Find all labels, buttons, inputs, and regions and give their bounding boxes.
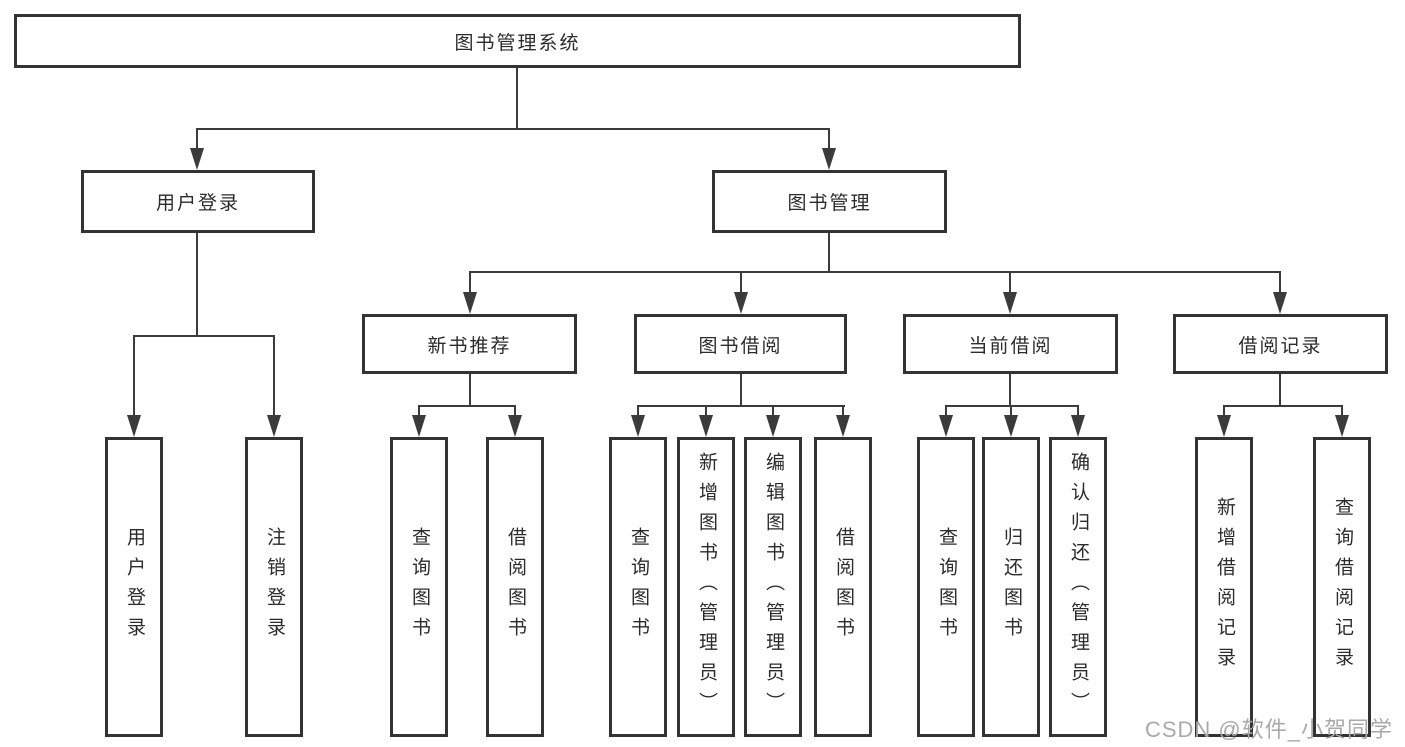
leaf-add-book-admin: 新增图书（管理员） [677,437,735,737]
leaf-query-books-recommend: 查询图书 [390,437,448,737]
arrow-down-icon [766,415,780,437]
connector-line [1341,405,1343,419]
leaf-return-book: 归还图书 [982,437,1040,737]
connector-line [133,335,135,419]
arrow-down-icon [267,415,281,437]
connector-line [1010,405,1012,419]
node-borrow-records: 借阅记录 [1173,314,1388,374]
connector-line [1009,374,1011,407]
leaf-confirm-return-admin: 确认归还（管理员） [1049,437,1107,737]
arrow-down-icon [1003,292,1017,314]
connector-line [1279,271,1281,294]
connector-line [418,405,420,419]
connector-line [196,128,198,153]
arrow-down-icon [734,292,748,314]
arrow-down-icon [836,415,850,437]
connector-line [133,335,275,337]
connector-line [196,128,830,130]
connector-line [1223,405,1225,419]
connector-line [516,68,518,130]
connector-line [828,128,830,153]
connector-line [273,335,275,419]
connector-line [945,405,1079,407]
node-user-login: 用户登录 [81,170,315,233]
arrow-down-icon [1217,415,1231,437]
arrow-down-icon [699,415,713,437]
connector-line [828,233,830,273]
connector-line [772,405,774,419]
arrow-down-icon [939,415,953,437]
arrow-down-icon [1004,415,1018,437]
node-new-book-recommend: 新书推荐 [362,314,577,374]
connector-line [842,405,844,419]
leaf-user-login: 用户登录 [105,437,163,737]
leaf-logout: 注销登录 [245,437,303,737]
arrow-down-icon [1273,292,1287,314]
connector-line [637,405,639,419]
connector-line [196,233,198,337]
connector-line [637,405,845,407]
connector-line [1009,271,1011,294]
leaf-borrow-books: 借阅图书 [814,437,872,737]
connector-line [945,405,947,419]
leaf-edit-book-admin: 编辑图书（管理员） [744,437,802,737]
arrow-down-icon [463,292,477,314]
node-library-system: 图书管理系统 [14,14,1021,68]
connector-line [469,374,471,407]
leaf-borrow-books-recommend: 借阅图书 [486,437,544,737]
arrow-down-icon [1071,415,1085,437]
arrow-down-icon [631,415,645,437]
arrow-down-icon [508,415,522,437]
connector-line [469,271,1281,273]
connector-line [469,271,471,294]
connector-line [514,405,516,419]
connector-line [740,374,742,407]
arrow-down-icon [822,148,836,170]
leaf-query-borrow-record: 查询借阅记录 [1313,437,1371,737]
connector-line [740,271,742,294]
leaf-query-books-borrow: 查询图书 [609,437,667,737]
connector-line [418,405,516,407]
arrow-down-icon [190,148,204,170]
arrow-down-icon [412,415,426,437]
connector-line [1223,405,1343,407]
leaf-query-books-current: 查询图书 [917,437,975,737]
leaf-add-borrow-record: 新增借阅记录 [1195,437,1253,737]
node-book-borrow: 图书借阅 [634,314,847,374]
node-book-management: 图书管理 [712,170,947,233]
arrow-down-icon [1335,415,1349,437]
arrow-down-icon [127,415,141,437]
connector-line [705,405,707,419]
node-current-borrow: 当前借阅 [903,314,1118,374]
connector-line [1279,374,1281,407]
csdn-watermark: CSDN @软件_小贺同学 [1144,717,1393,742]
connector-line [1077,405,1079,419]
